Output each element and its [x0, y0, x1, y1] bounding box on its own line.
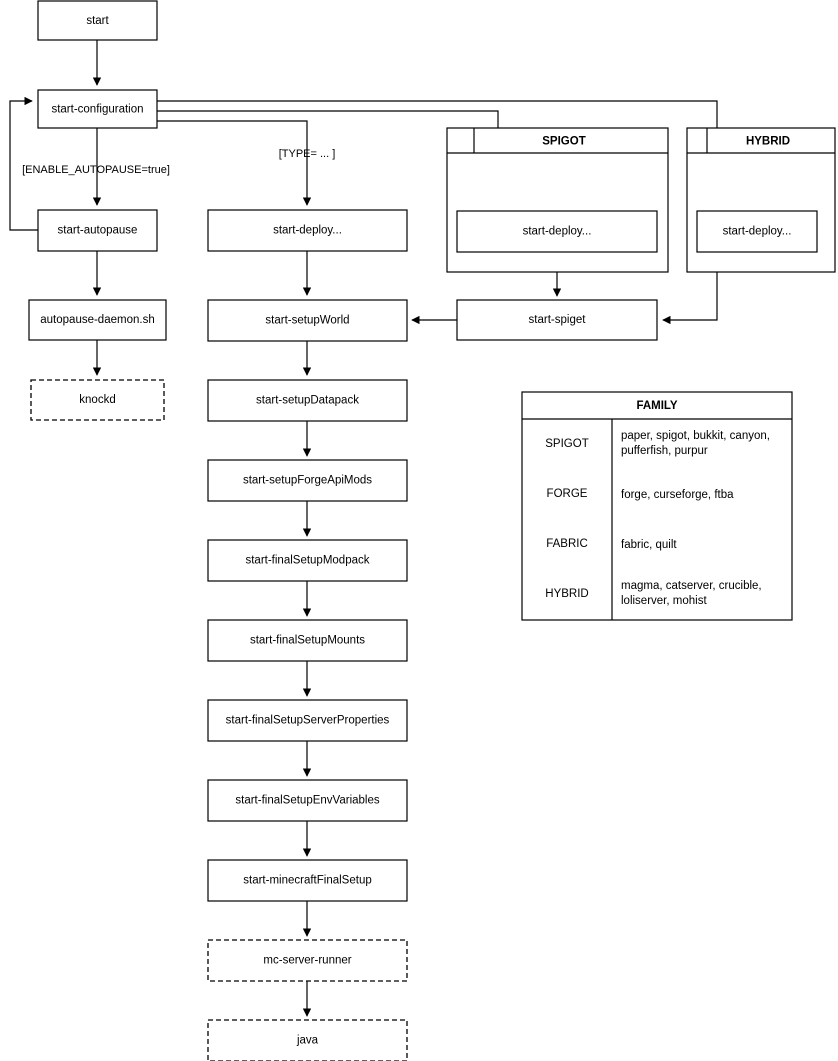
node-start-finalsetupenvvariables[interactable]: start-finalSetupEnvVariables	[207, 779, 408, 822]
node-start-setupworld[interactable]: start-setupWorld	[207, 299, 408, 342]
node-start-finalsetupmounts-box[interactable]	[207, 619, 408, 662]
node-java-label: java	[296, 1035, 319, 1047]
node-autopause-daemon-label: autopause-daemon.sh	[40, 314, 154, 326]
edge-configuration-to-deploy-main	[157, 120, 312, 206]
node-start-deploy-main-box[interactable]	[207, 209, 408, 252]
node-start-finalsetupenvvariables-box[interactable]	[207, 779, 408, 822]
node-start-minecraftfinalsetup-box[interactable]	[207, 859, 408, 902]
node-start-finalsetupmounts[interactable]: start-finalSetupMounts	[207, 619, 408, 662]
node-start-deploy-hybrid-label: start-deploy...	[723, 226, 792, 238]
edge-deploy-hybrid-to-spiget	[662, 252, 718, 325]
container-spigot-title: SPIGOT	[542, 136, 585, 148]
node-start-finalsetupmodpack[interactable]: start-finalSetupModpack	[207, 539, 408, 582]
node-start-label: start	[86, 15, 109, 27]
node-start-configuration-box[interactable]	[37, 89, 158, 129]
node-start-spiget-box[interactable]	[456, 299, 658, 341]
legend-row-value-0-line2: pufferfish, purpur	[621, 445, 708, 457]
container-hybrid-title: HYBRID	[746, 136, 790, 148]
node-mc-server-runner-box[interactable]	[207, 939, 408, 982]
legend-row-key-1: FORGE	[547, 488, 588, 500]
node-java-box[interactable]	[207, 1019, 408, 1061]
node-start-deploy-main[interactable]: start-deploy...	[207, 209, 408, 252]
node-start-deploy-hybrid-box[interactable]	[696, 210, 818, 253]
edge-label-type: [TYPE= ... ]	[279, 148, 336, 160]
node-knockd-box[interactable]	[30, 379, 165, 421]
node-start-setupdatapack-box[interactable]	[207, 379, 408, 422]
node-mc-server-runner-label: mc-server-runner	[263, 955, 351, 967]
node-start-autopause-label: start-autopause	[58, 225, 138, 237]
node-start-finalsetupmounts-label: start-finalSetupMounts	[250, 635, 365, 647]
node-start-autopause[interactable]: start-autopause	[37, 209, 158, 252]
legend-row-key-0: SPIGOT	[545, 438, 588, 450]
legend-row-value-1-line1: forge, curseforge, ftba	[621, 489, 734, 501]
legend-row-value-0-line1: paper, spigot, bukkit, canyon,	[621, 430, 770, 442]
edge-label-enable-autopause: [ENABLE_AUTOPAUSE=true]	[22, 164, 170, 176]
node-java[interactable]: java	[207, 1019, 408, 1061]
node-start-setupworld-box[interactable]	[207, 299, 408, 342]
node-start-autopause-box[interactable]	[37, 209, 158, 252]
node-start-setupforgeapimods[interactable]: start-setupForgeApiMods	[207, 459, 408, 502]
legend-row-value-2-line1: fabric, quilt	[621, 539, 677, 551]
node-autopause-daemon-box[interactable]	[28, 299, 167, 341]
node-start-finalsetupenvvariables-label: start-finalSetupEnvVariables	[235, 795, 379, 807]
node-start-finalsetupserverproperties[interactable]: start-finalSetupServerProperties	[207, 699, 408, 742]
legend-row-value-3-line2: loliserver, mohist	[621, 595, 707, 607]
node-start-deploy-spigot-box[interactable]	[456, 210, 658, 253]
node-start-deploy-spigot-label: start-deploy...	[523, 226, 592, 238]
edge-autopause-feedback-to-configuration	[9, 96, 38, 231]
node-start[interactable]: start	[37, 0, 158, 41]
node-start-finalsetupserverproperties-box[interactable]	[207, 699, 408, 742]
legend-family-title: FAMILY	[636, 400, 677, 412]
node-start-configuration[interactable]: start-configuration	[37, 89, 158, 129]
legend-family-frame	[521, 391, 793, 621]
node-start-spiget[interactable]: start-spiget	[456, 299, 658, 341]
node-start-finalsetupmodpack-label: start-finalSetupModpack	[245, 555, 369, 567]
node-knockd-label: knockd	[79, 394, 115, 406]
node-start-deploy-main-label: start-deploy...	[273, 225, 342, 237]
node-knockd[interactable]: knockd	[30, 379, 165, 421]
node-start-deploy-hybrid[interactable]: start-deploy...	[696, 210, 818, 253]
legend-row-key-3: HYBRID	[545, 588, 588, 600]
node-start-setupdatapack-label: start-setupDatapack	[256, 395, 359, 407]
node-start-setupworld-label: start-setupWorld	[265, 315, 349, 327]
node-start-spiget-label: start-spiget	[529, 314, 587, 326]
node-start-minecraftfinalsetup[interactable]: start-minecraftFinalSetup	[207, 859, 408, 902]
legend-family-table: FAMILY SPIGOT paper, spigot, bukkit, can…	[521, 391, 793, 621]
legend-row-value-3-line1: magma, catserver, crucible,	[621, 580, 762, 592]
node-start-setupdatapack[interactable]: start-setupDatapack	[207, 379, 408, 422]
node-start-minecraftfinalsetup-label: start-minecraftFinalSetup	[243, 875, 371, 887]
legend-row-key-2: FABRIC	[546, 538, 588, 550]
node-start-setupforgeapimods-box[interactable]	[207, 459, 408, 502]
node-start-box[interactable]	[37, 0, 158, 41]
node-start-deploy-spigot[interactable]: start-deploy...	[456, 210, 658, 253]
node-start-finalsetupserverproperties-label: start-finalSetupServerProperties	[226, 715, 390, 727]
node-start-configuration-label: start-configuration	[51, 104, 143, 116]
node-mc-server-runner[interactable]: mc-server-runner	[207, 939, 408, 982]
node-start-setupforgeapimods-label: start-setupForgeApiMods	[243, 475, 372, 487]
node-autopause-daemon[interactable]: autopause-daemon.sh	[28, 299, 167, 341]
node-start-finalsetupmodpack-box[interactable]	[207, 539, 408, 582]
